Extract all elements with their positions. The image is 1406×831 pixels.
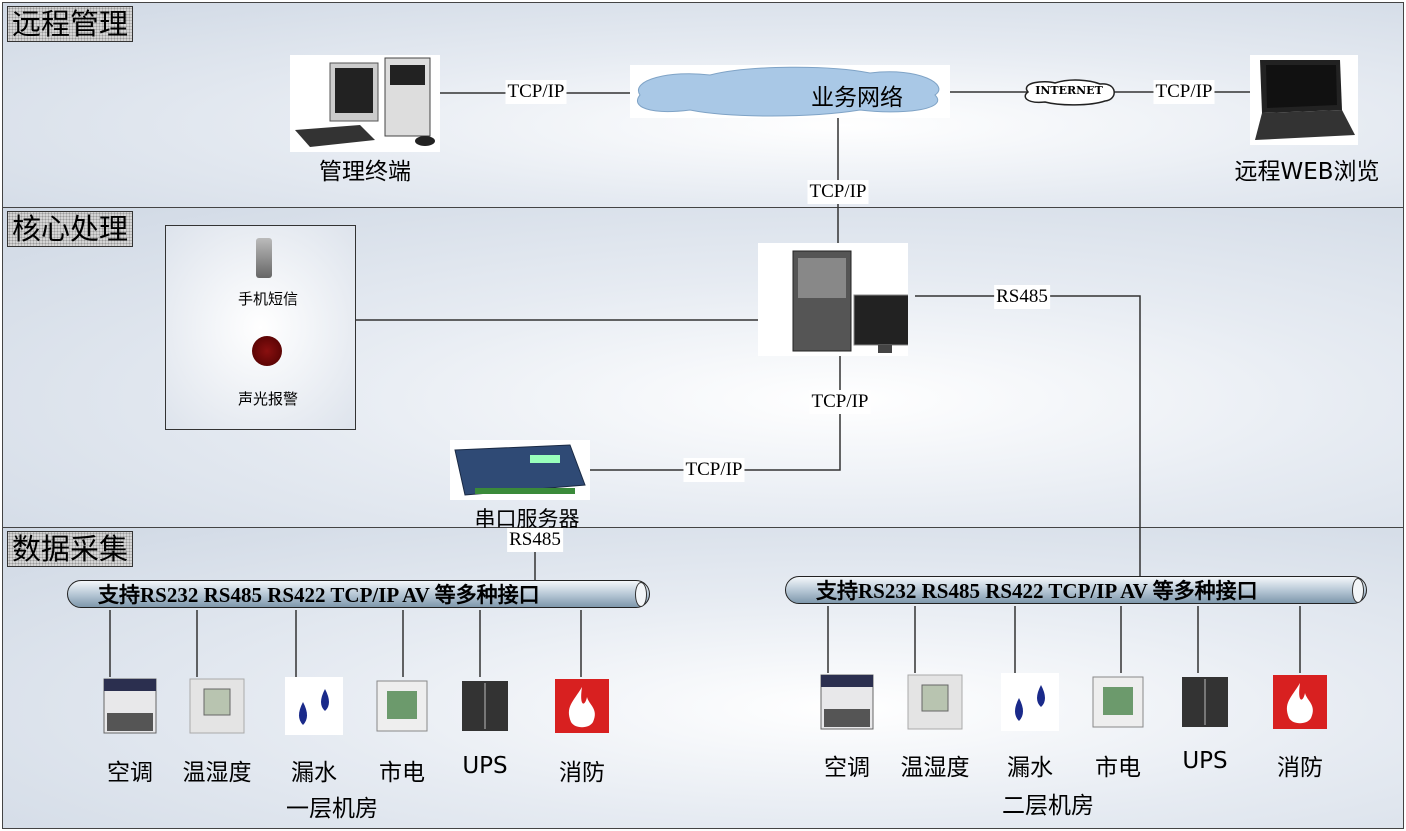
interface-bus-floor2: 支持RS232 RS485 RS422 TCP/IP AV 等多种接口 bbox=[785, 576, 1367, 604]
water-leak-icon bbox=[285, 677, 343, 735]
device-label: 温湿度 bbox=[900, 755, 970, 781]
interface-bus-floor1: 支持RS232 RS485 RS422 TCP/IP AV 等多种接口 bbox=[67, 580, 650, 608]
link-label-tcpip: TCP/IP bbox=[505, 80, 567, 104]
power-meter-icon bbox=[1089, 673, 1147, 731]
section-label: 数据采集 bbox=[7, 531, 134, 567]
section-remote-management: 远程管理 bbox=[2, 2, 1404, 208]
device-label: UPS bbox=[462, 753, 508, 779]
fire-protection-icon bbox=[1271, 673, 1329, 731]
device-label: 漏水 bbox=[1007, 755, 1053, 781]
fire-protection-icon bbox=[553, 677, 611, 735]
link-label-rs485: RS485 bbox=[507, 528, 563, 552]
section-label: 核心处理 bbox=[7, 211, 134, 247]
bus-label: 支持RS232 RS485 RS422 TCP/IP AV 等多种接口 bbox=[816, 579, 1258, 603]
serial-server-label: 串口服务器 bbox=[474, 507, 580, 531]
device-label: 市电 bbox=[1095, 755, 1141, 781]
server-icon bbox=[758, 243, 917, 356]
link-label-tcpip: TCP/IP bbox=[683, 458, 745, 482]
ups-icon bbox=[456, 677, 514, 735]
power-meter-icon bbox=[373, 677, 431, 735]
temperature-humidity-icon bbox=[188, 677, 246, 735]
business-network-label: 业务网络 bbox=[811, 85, 903, 111]
section-label: 远程管理 bbox=[7, 6, 134, 42]
air-conditioner-icon bbox=[101, 677, 159, 735]
alarm-label: 声光报警 bbox=[237, 390, 299, 408]
bus-label: 支持RS232 RS485 RS422 TCP/IP AV 等多种接口 bbox=[98, 583, 540, 607]
water-leak-icon bbox=[1001, 673, 1059, 731]
mobile-phone-icon bbox=[256, 238, 272, 278]
air-conditioner-icon bbox=[818, 673, 876, 731]
serial-server-device-icon bbox=[450, 440, 590, 500]
link-label-rs485: RS485 bbox=[994, 285, 1050, 309]
device-label: 空调 bbox=[107, 760, 153, 786]
sms-label: 手机短信 bbox=[237, 290, 299, 308]
device-label: 消防 bbox=[559, 760, 605, 786]
mgmt-terminal-label: 管理终端 bbox=[319, 159, 411, 185]
link-label-tcpip: TCP/IP bbox=[809, 390, 871, 414]
ups-icon bbox=[1176, 673, 1234, 731]
siren-icon bbox=[252, 336, 282, 366]
device-label: 市电 bbox=[379, 760, 425, 786]
device-label: 漏水 bbox=[291, 760, 337, 786]
desktop-pc-icon bbox=[290, 55, 440, 152]
link-label-tcpip: TCP/IP bbox=[807, 180, 869, 204]
alarm-panel: 手机短信 声光报警 bbox=[165, 225, 356, 430]
room-label-floor2: 二层机房 bbox=[1002, 793, 1094, 819]
web-browse-label: 远程WEB浏览 bbox=[1234, 159, 1380, 185]
device-label: 空调 bbox=[824, 755, 870, 781]
device-label: 消防 bbox=[1277, 755, 1323, 781]
business-network-cloud bbox=[630, 65, 950, 118]
internet-cloud: INTERNET bbox=[1020, 78, 1118, 106]
device-label: UPS bbox=[1182, 748, 1228, 774]
laptop-icon bbox=[1250, 55, 1358, 145]
temperature-humidity-icon bbox=[906, 673, 964, 731]
internet-label: INTERNET bbox=[1035, 84, 1103, 97]
room-label-floor1: 一层机房 bbox=[286, 796, 378, 822]
device-label: 温湿度 bbox=[182, 760, 252, 786]
link-label-tcpip: TCP/IP bbox=[1153, 80, 1215, 104]
